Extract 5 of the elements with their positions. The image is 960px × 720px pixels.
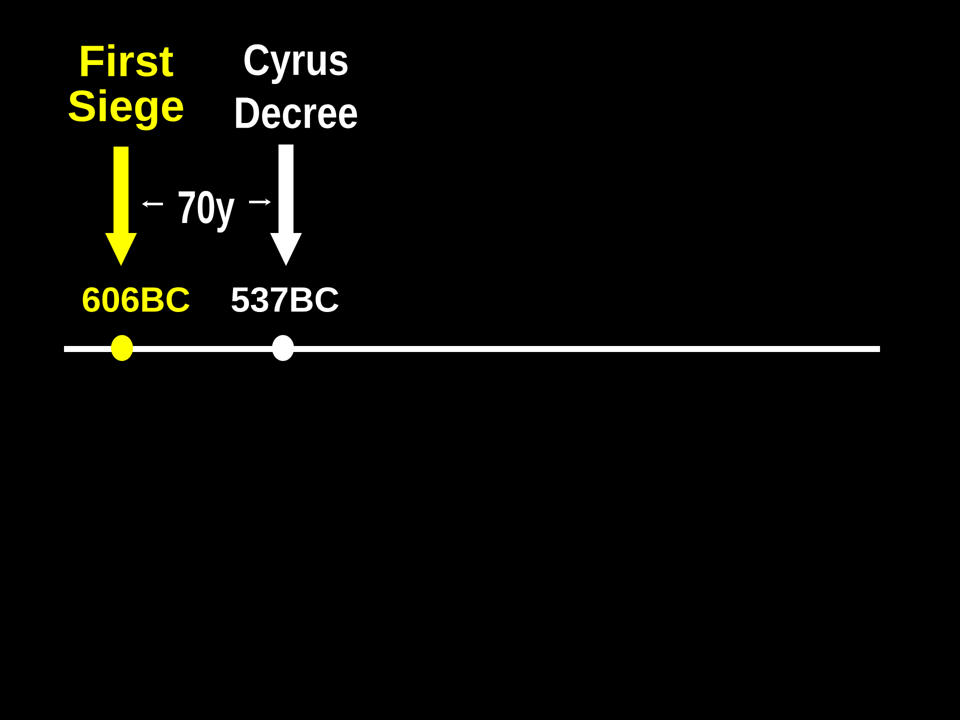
span-label: 70y: [178, 190, 235, 233]
event-label: Cyrus Decree: [236, 44, 358, 128]
date-label: 537BC: [232, 287, 338, 312]
date-label: 606BC: [82, 287, 190, 312]
event-label: First Siege: [68, 44, 184, 130]
